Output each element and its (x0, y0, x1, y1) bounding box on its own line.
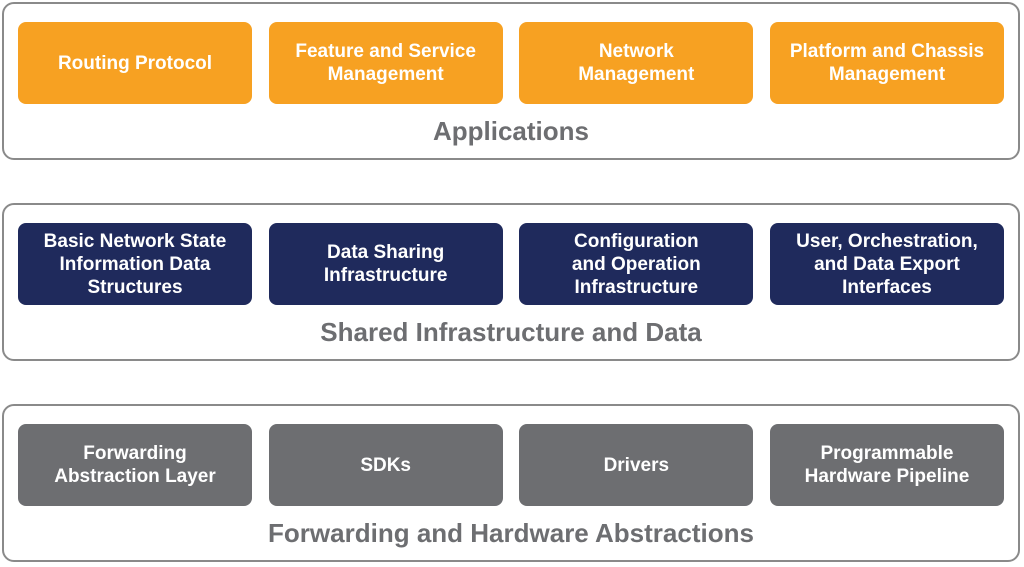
feature-service-management-box: Feature and Service Management (268, 22, 503, 104)
platform-chassis-management-box: Platform and Chassis Management (769, 22, 1004, 104)
configuration-operation-infrastructure-box: Configuration and Operation Infrastructu… (519, 223, 754, 305)
data-sharing-infrastructure-box: Data Sharing Infrastructure (268, 223, 503, 305)
shared-infrastructure-layer-title: Shared Infrastructure and Data (320, 317, 702, 347)
network-state-data-structures-box: Basic Network State Information Data Str… (18, 223, 252, 305)
programmable-hardware-pipeline-box: Programmable Hardware Pipeline (769, 424, 1004, 506)
user-orchestration-export-interfaces-box: User, Orchestration, and Data Export Int… (769, 223, 1004, 305)
forwarding-hardware-boxes: Forwarding Abstraction Layer SDKs Driver… (18, 424, 1004, 506)
routing-protocol-box: Routing Protocol (18, 22, 252, 104)
forwarding-abstraction-layer-box: Forwarding Abstraction Layer (18, 424, 252, 506)
shared-infrastructure-boxes: Basic Network State Information Data Str… (18, 223, 1004, 305)
network-management-box: Network Management (519, 22, 754, 104)
applications-boxes: Routing Protocol Feature and Service Man… (18, 22, 1004, 104)
applications-layer: Routing Protocol Feature and Service Man… (2, 2, 1020, 160)
forwarding-hardware-layer: Forwarding Abstraction Layer SDKs Driver… (2, 404, 1020, 562)
forwarding-hardware-layer-title: Forwarding and Hardware Abstractions (268, 518, 754, 548)
shared-infrastructure-layer: Basic Network State Information Data Str… (2, 203, 1020, 361)
sdks-box: SDKs (268, 424, 503, 506)
drivers-box: Drivers (519, 424, 754, 506)
applications-layer-title: Applications (432, 116, 589, 146)
